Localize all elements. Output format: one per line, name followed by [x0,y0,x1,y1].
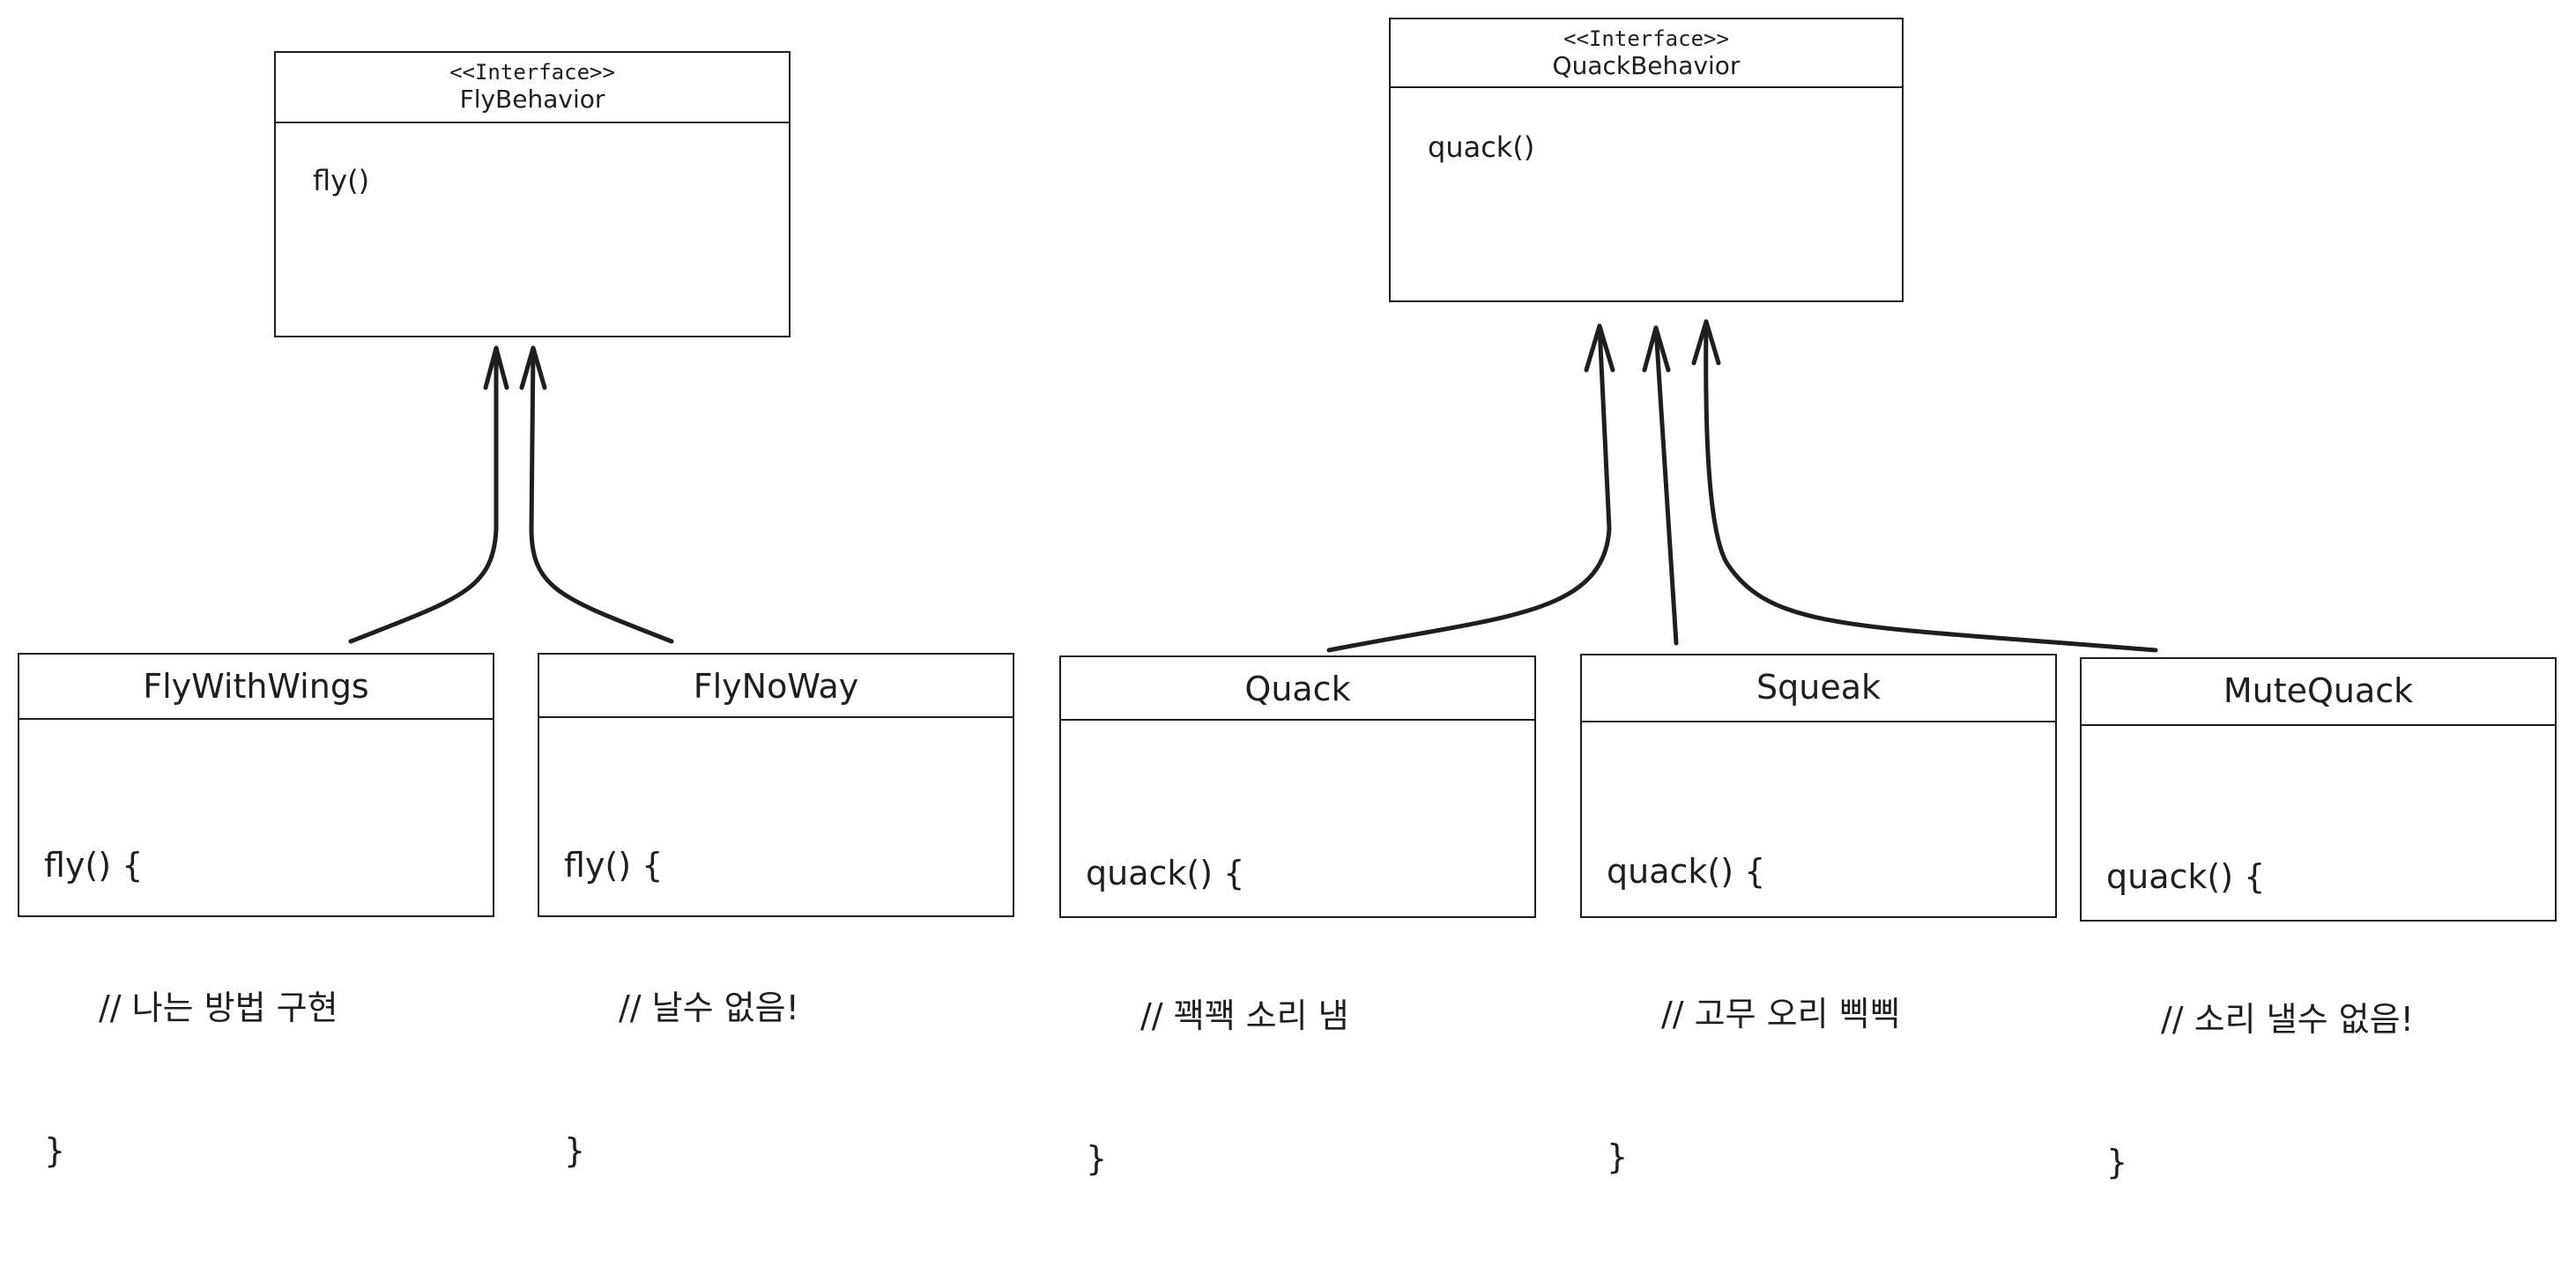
code-comment: // 고무 오리 삑삑 [1661,995,1901,1033]
class-box-flywithwings: FlyWithWings fly() { // 나는 방법 구현 } [18,653,494,1170]
code-line: } [564,1131,586,1170]
interface-box-quackbehavior: <<Interface>> QuackBehavior quack() [1389,18,1904,302]
arrowhead-flynoway [519,345,547,390]
arrow-flywithwings-to-flybehavior [348,345,499,644]
arrow-mutequack-to-quackbehavior [1704,319,2158,653]
arrowhead-flywithwings [483,345,509,390]
code-comment: // 꽥꽥 소리 냄 [1140,996,1349,1035]
class-name: MuteQuack [2223,671,2414,710]
code-line: } [1607,1137,1629,1176]
arrowhead-quack [1584,323,1615,373]
uml-diagram-canvas: <<Interface>> FlyBehavior fly() <<Interf… [18,18,2557,1181]
class-divider [2082,724,2555,726]
code-line: quack() { [1086,854,1245,892]
code-comment: // 날수 없음! [619,989,799,1027]
interface-stereotype: <<Interface>> [1563,26,1729,51]
class-code: quack() { // 꽥꽥 소리 냄 } [1086,754,1349,1277]
class-divider [1061,719,1534,721]
class-box-flynoway: FlyNoWay fly() { // 날수 없음! } [538,653,1014,1170]
class-divider [19,718,493,720]
arrowhead-mutequack [1691,319,1721,366]
class-box-squeak: Squeak quack() { // 고무 오리 삑삑 } [1580,654,2057,1176]
class-name: Quack [1244,670,1351,708]
interface-name: FlyBehavior [459,85,605,114]
interface-divider [276,122,789,123]
code-comment: // 나는 방법 구현 [99,989,338,1027]
code-line: } [1086,1139,1108,1178]
code-line: } [2106,1143,2128,1181]
arrow-quack-to-quackbehavior [1326,323,1612,653]
arrowhead-squeak [1642,325,1671,373]
class-name: FlyNoWay [693,667,859,706]
inheritance-arrows [348,319,2158,653]
interface-method: quack() [1428,130,1535,164]
code-line: fly() { [564,846,664,885]
class-box-quack: Quack quack() { // 꽥꽥 소리 냄 } [1059,655,1536,1178]
class-box-mutequack: MuteQuack quack() { // 소리 낼수 없음! } [2080,657,2557,1181]
code-line: } [44,1131,66,1170]
arrow-squeak-to-quackbehavior [1653,325,1679,646]
interface-name: QuackBehavior [1552,51,1741,80]
class-divider [1582,721,2055,722]
code-comment: // 소리 낼수 없음! [2161,1000,2414,1039]
interface-stereotype: <<Interface>> [449,60,615,85]
arrow-flynoway-to-flybehavior [529,345,674,644]
interface-box-flybehavior: <<Interface>> FlyBehavior fly() [274,51,791,337]
code-line: quack() { [1607,852,1766,891]
class-name: FlyWithWings [143,667,369,706]
class-code: fly() { // 날수 없음! } [564,746,799,1270]
class-code: quack() { // 소리 낼수 없음! } [2106,758,2414,1281]
class-code: fly() { // 나는 방법 구현 } [44,746,338,1270]
code-line: quack() { [2106,857,2266,896]
class-code: quack() { // 고무 오리 삑삑 } [1607,752,1901,1276]
interface-method: fly() [313,164,370,197]
class-name: Squeak [1756,668,1881,707]
interface-divider [1391,86,1902,88]
code-line: fly() { [44,846,144,885]
class-divider [539,716,1013,718]
